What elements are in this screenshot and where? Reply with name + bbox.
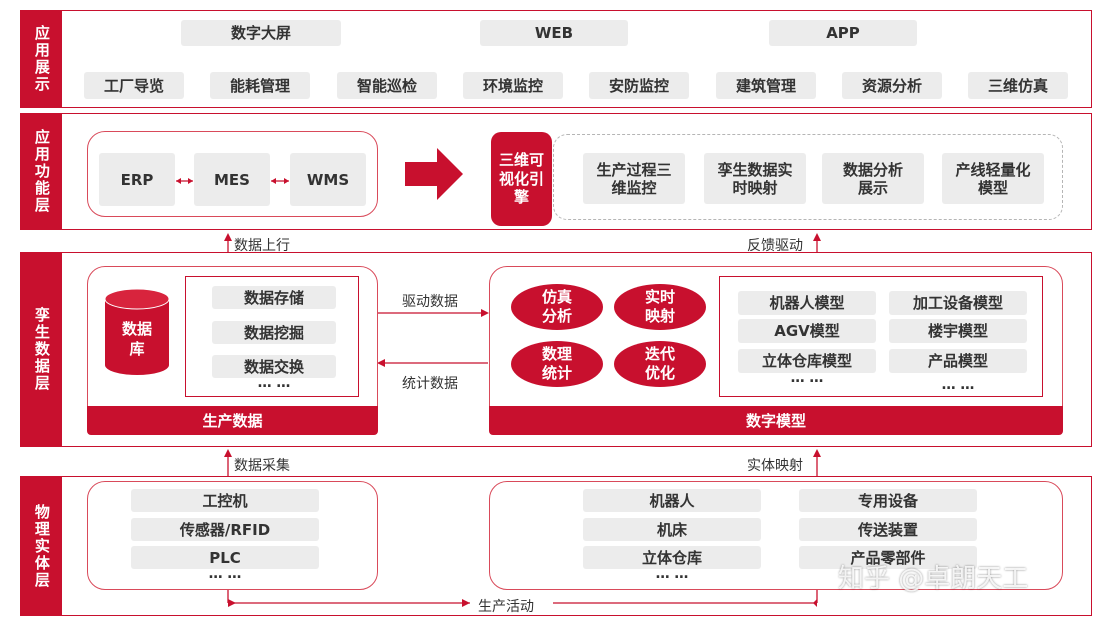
engine-block: 三维可视化引擎 bbox=[491, 132, 552, 226]
display-module: 工厂导览 bbox=[84, 72, 184, 99]
control-devices-ellipsis: … … bbox=[208, 566, 242, 582]
systems-group bbox=[87, 131, 378, 217]
label-stat-data: 统计数据 bbox=[402, 376, 458, 392]
system-mes: MES bbox=[194, 153, 270, 206]
model-item: 产品模型 bbox=[889, 349, 1027, 373]
equipment-ellipsis: … … bbox=[655, 566, 689, 582]
features-group bbox=[553, 134, 1063, 220]
models-ellipsis-right: … … bbox=[941, 377, 975, 393]
display-module: 三维仿真 bbox=[968, 72, 1068, 99]
model-item: 立体仓库模型 bbox=[738, 349, 876, 373]
display-item-web: WEB bbox=[480, 20, 628, 46]
model-item: 机器人模型 bbox=[738, 291, 876, 315]
equipment-item: 产品零部件 bbox=[799, 546, 977, 569]
label-data-collect: 数据采集 bbox=[234, 458, 290, 474]
feature-item: 数据分析展示 bbox=[822, 153, 924, 204]
layer-label-physical: 物理实体层 bbox=[20, 476, 62, 616]
database-label: 数据库 bbox=[121, 320, 152, 358]
feature-item: 生产过程三维监控 bbox=[583, 153, 685, 204]
data-ops-box bbox=[185, 276, 359, 397]
control-device-item: 工控机 bbox=[131, 489, 319, 512]
equipment-item: 专用设备 bbox=[799, 489, 977, 512]
label-data-up: 数据上行 bbox=[234, 238, 290, 254]
data-op-item: 数据挖掘 bbox=[212, 321, 336, 344]
layer-label-app-display: 应用展示 bbox=[20, 10, 62, 108]
label-production: 生产活动 bbox=[478, 599, 534, 615]
control-device-item: PLC bbox=[131, 546, 319, 569]
model-item: AGV模型 bbox=[738, 319, 876, 343]
display-module: 安防监控 bbox=[589, 72, 689, 99]
display-module: 建筑管理 bbox=[716, 72, 816, 99]
layer-label-twin-data: 孪生数据层 bbox=[20, 252, 62, 447]
database-cylinder-icon bbox=[104, 288, 170, 375]
display-item-app: APP bbox=[769, 20, 917, 46]
models-ellipsis-left: … … bbox=[790, 370, 824, 386]
data-op-item: 数据交换 bbox=[212, 355, 336, 378]
model-item: 楼宇模型 bbox=[889, 319, 1027, 343]
control-devices-group bbox=[87, 481, 378, 590]
display-module: 资源分析 bbox=[842, 72, 942, 99]
feature-item: 产线轻量化模型 bbox=[942, 153, 1044, 204]
oval-item: 仿真分析 bbox=[511, 284, 603, 330]
display-item-bigscreen: 数字大屏 bbox=[181, 20, 341, 46]
label-feedback: 反馈驱动 bbox=[747, 238, 803, 254]
data-op-item: 数据存储 bbox=[212, 286, 336, 309]
equipment-item: 立体仓库 bbox=[583, 546, 761, 569]
label-entity-map: 实体映射 bbox=[747, 458, 803, 474]
equipment-item: 机床 bbox=[583, 518, 761, 541]
display-module: 环境监控 bbox=[463, 72, 563, 99]
equipment-item: 机器人 bbox=[583, 489, 761, 512]
watermark: 知乎 @卓朗天工 bbox=[838, 564, 1029, 594]
big-right-arrow-icon bbox=[405, 148, 463, 200]
feature-item: 孪生数据实时映射 bbox=[704, 153, 806, 204]
layer-label-app-function: 应用功能层 bbox=[20, 113, 62, 230]
label-drive-data: 驱动数据 bbox=[402, 294, 458, 310]
equipment-group bbox=[489, 481, 1063, 590]
model-item: 加工设备模型 bbox=[889, 291, 1027, 315]
system-wms: WMS bbox=[290, 153, 366, 206]
oval-item: 实时映射 bbox=[614, 284, 706, 330]
models-box bbox=[719, 276, 1043, 397]
production-data-bar: 生产数据 bbox=[87, 406, 378, 435]
display-module: 智能巡检 bbox=[337, 72, 437, 99]
oval-item: 数理统计 bbox=[511, 341, 603, 387]
display-module: 能耗管理 bbox=[210, 72, 310, 99]
data-ops-ellipsis: … … bbox=[257, 375, 291, 391]
oval-item: 迭代优化 bbox=[614, 341, 706, 387]
control-device-item: 传感器/RFID bbox=[131, 518, 319, 541]
equipment-item: 传送装置 bbox=[799, 518, 977, 541]
digital-model-bar: 数字模型 bbox=[489, 406, 1063, 435]
system-erp: ERP bbox=[99, 153, 175, 206]
